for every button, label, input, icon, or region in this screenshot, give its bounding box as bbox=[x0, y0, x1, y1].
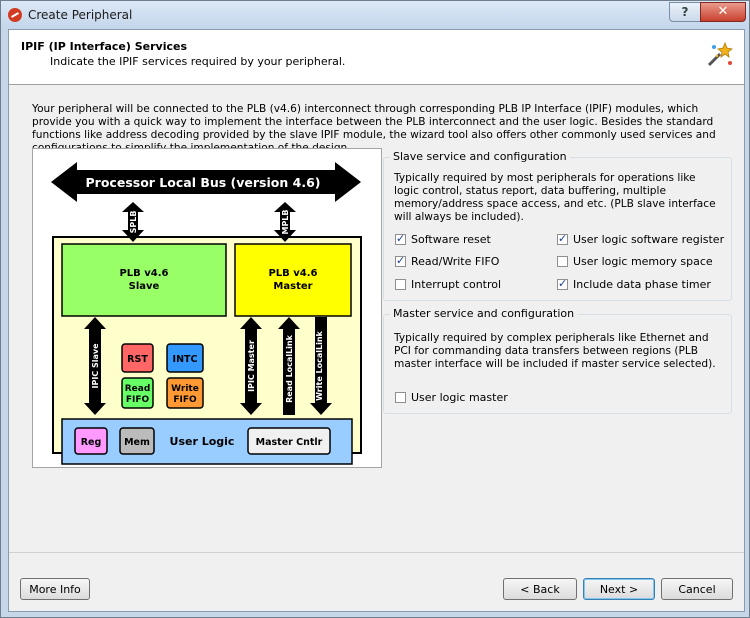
back-button[interactable]: < Back bbox=[503, 578, 577, 600]
checkbox-box[interactable] bbox=[557, 277, 568, 290]
master-description: Typically required by complex peripheral… bbox=[394, 332, 716, 370]
more-info-button[interactable]: More Info bbox=[20, 578, 90, 600]
checkbox-label: Read/Write FIFO bbox=[411, 255, 500, 268]
window-title: Create Peripheral bbox=[28, 8, 133, 22]
user-logic-label: User Logic bbox=[170, 435, 235, 448]
reg-label: Reg bbox=[81, 437, 102, 448]
checkbox-label: Include data phase timer bbox=[573, 278, 711, 291]
slave-line2: Slave bbox=[129, 281, 160, 292]
rfifo-line2: FIFO bbox=[126, 395, 150, 405]
write-fifo-block bbox=[166, 377, 204, 409]
checkbox-label: User logic master bbox=[411, 391, 508, 404]
master-line1: PLB v4.6 bbox=[268, 268, 317, 279]
interrupt-control-checkbox[interactable]: Interrupt control bbox=[395, 278, 501, 291]
slave-service-group: Slave service and configuration Typicall… bbox=[383, 150, 732, 301]
user-logic-master-checkbox[interactable]: User logic master bbox=[395, 391, 508, 404]
include-data-phase-timer-checkbox[interactable]: Include data phase timer bbox=[557, 277, 711, 291]
checkbox-box[interactable] bbox=[395, 232, 406, 245]
read-locallink-arrow: Read LocalLink bbox=[278, 317, 300, 415]
software-reset-checkbox[interactable]: Software reset bbox=[395, 232, 491, 246]
user-logic-memory-space-checkbox[interactable]: User logic memory space bbox=[557, 255, 713, 268]
help-button[interactable]: ? bbox=[669, 2, 701, 22]
ipic-slave-arrow: IPIC Slave bbox=[84, 317, 106, 415]
wizard-header: IPIF (IP Interface) Services Indicate th… bbox=[9, 30, 744, 85]
page-subtitle: Indicate the IPIF services required by y… bbox=[50, 55, 346, 68]
next-button[interactable]: Next > bbox=[583, 578, 655, 600]
splb-connector: SPLB bbox=[122, 202, 144, 242]
intc-label: INTC bbox=[173, 354, 198, 365]
user-logic-software-register-checkbox[interactable]: User logic software register bbox=[557, 232, 725, 246]
ipic-master-label: IPIC Master bbox=[247, 340, 256, 392]
read-write-fifo-checkbox[interactable]: Read/Write FIFO bbox=[395, 254, 500, 268]
app-icon bbox=[8, 8, 22, 22]
checkbox-box[interactable] bbox=[395, 279, 406, 290]
slave-line1: PLB v4.6 bbox=[119, 268, 168, 279]
magic-wand-icon bbox=[707, 41, 733, 67]
page-title: IPIF (IP Interface) Services bbox=[21, 40, 187, 53]
checkbox-label: User logic software register bbox=[573, 233, 725, 246]
mem-block bbox=[119, 427, 155, 455]
rst-block bbox=[121, 343, 154, 373]
intc-block bbox=[166, 343, 204, 373]
rst-label: RST bbox=[127, 354, 148, 365]
master-line2: Master bbox=[273, 281, 312, 292]
read-fifo-block bbox=[121, 377, 154, 409]
checkbox-label: User logic memory space bbox=[573, 255, 713, 268]
wfifo-line2: FIFO bbox=[173, 395, 197, 405]
rfifo-line1: Read bbox=[125, 384, 151, 394]
wizard-body: IPIF (IP Interface) Services Indicate th… bbox=[8, 29, 745, 612]
mplb-label: MPLB bbox=[281, 209, 290, 234]
plb-slave-block bbox=[61, 243, 227, 317]
title-bar: Create Peripheral ? ✕ bbox=[1, 1, 749, 29]
plb-master-block bbox=[234, 243, 352, 317]
ipic-slave-label: IPIC Slave bbox=[91, 343, 100, 389]
checkbox-box[interactable] bbox=[557, 256, 568, 267]
close-button[interactable]: ✕ bbox=[700, 2, 746, 22]
mplb-connector: MPLB bbox=[274, 202, 296, 242]
slave-description: Typically required by most peripherals f… bbox=[394, 172, 716, 223]
checkbox-label: Interrupt control bbox=[411, 278, 502, 291]
master-service-group: Master service and configuration Typical… bbox=[383, 307, 732, 414]
ipif-diagram: Processor Local Bus (version 4.6) SPLB M… bbox=[32, 148, 382, 468]
read-locallink-label: Read LocalLink bbox=[285, 334, 294, 403]
splb-label: SPLB bbox=[129, 211, 138, 234]
ipic-master-arrow: IPIC Master bbox=[240, 317, 262, 415]
checkbox-box[interactable] bbox=[395, 392, 406, 403]
write-locallink-arrow: Write LocalLink bbox=[310, 317, 332, 415]
bus-label: Processor Local Bus (version 4.6) bbox=[86, 175, 321, 190]
footer-separator bbox=[9, 552, 744, 553]
master-cntlr-block bbox=[247, 427, 331, 455]
wfifo-line1: Write bbox=[171, 384, 199, 394]
plb-bus: Processor Local Bus (version 4.6) bbox=[51, 162, 361, 202]
checkbox-label: Software reset bbox=[411, 233, 491, 246]
slave-group-label: Slave service and configuration bbox=[390, 150, 570, 163]
reg-block bbox=[74, 427, 108, 455]
checkbox-box[interactable] bbox=[395, 254, 406, 267]
master-cntlr-label: Master Cntlr bbox=[256, 437, 323, 448]
master-group-label: Master service and configuration bbox=[390, 307, 578, 320]
mem-label: Mem bbox=[124, 437, 150, 448]
write-locallink-label: Write LocalLink bbox=[315, 330, 324, 400]
checkbox-box[interactable] bbox=[557, 232, 568, 245]
cancel-button[interactable]: Cancel bbox=[661, 578, 733, 600]
